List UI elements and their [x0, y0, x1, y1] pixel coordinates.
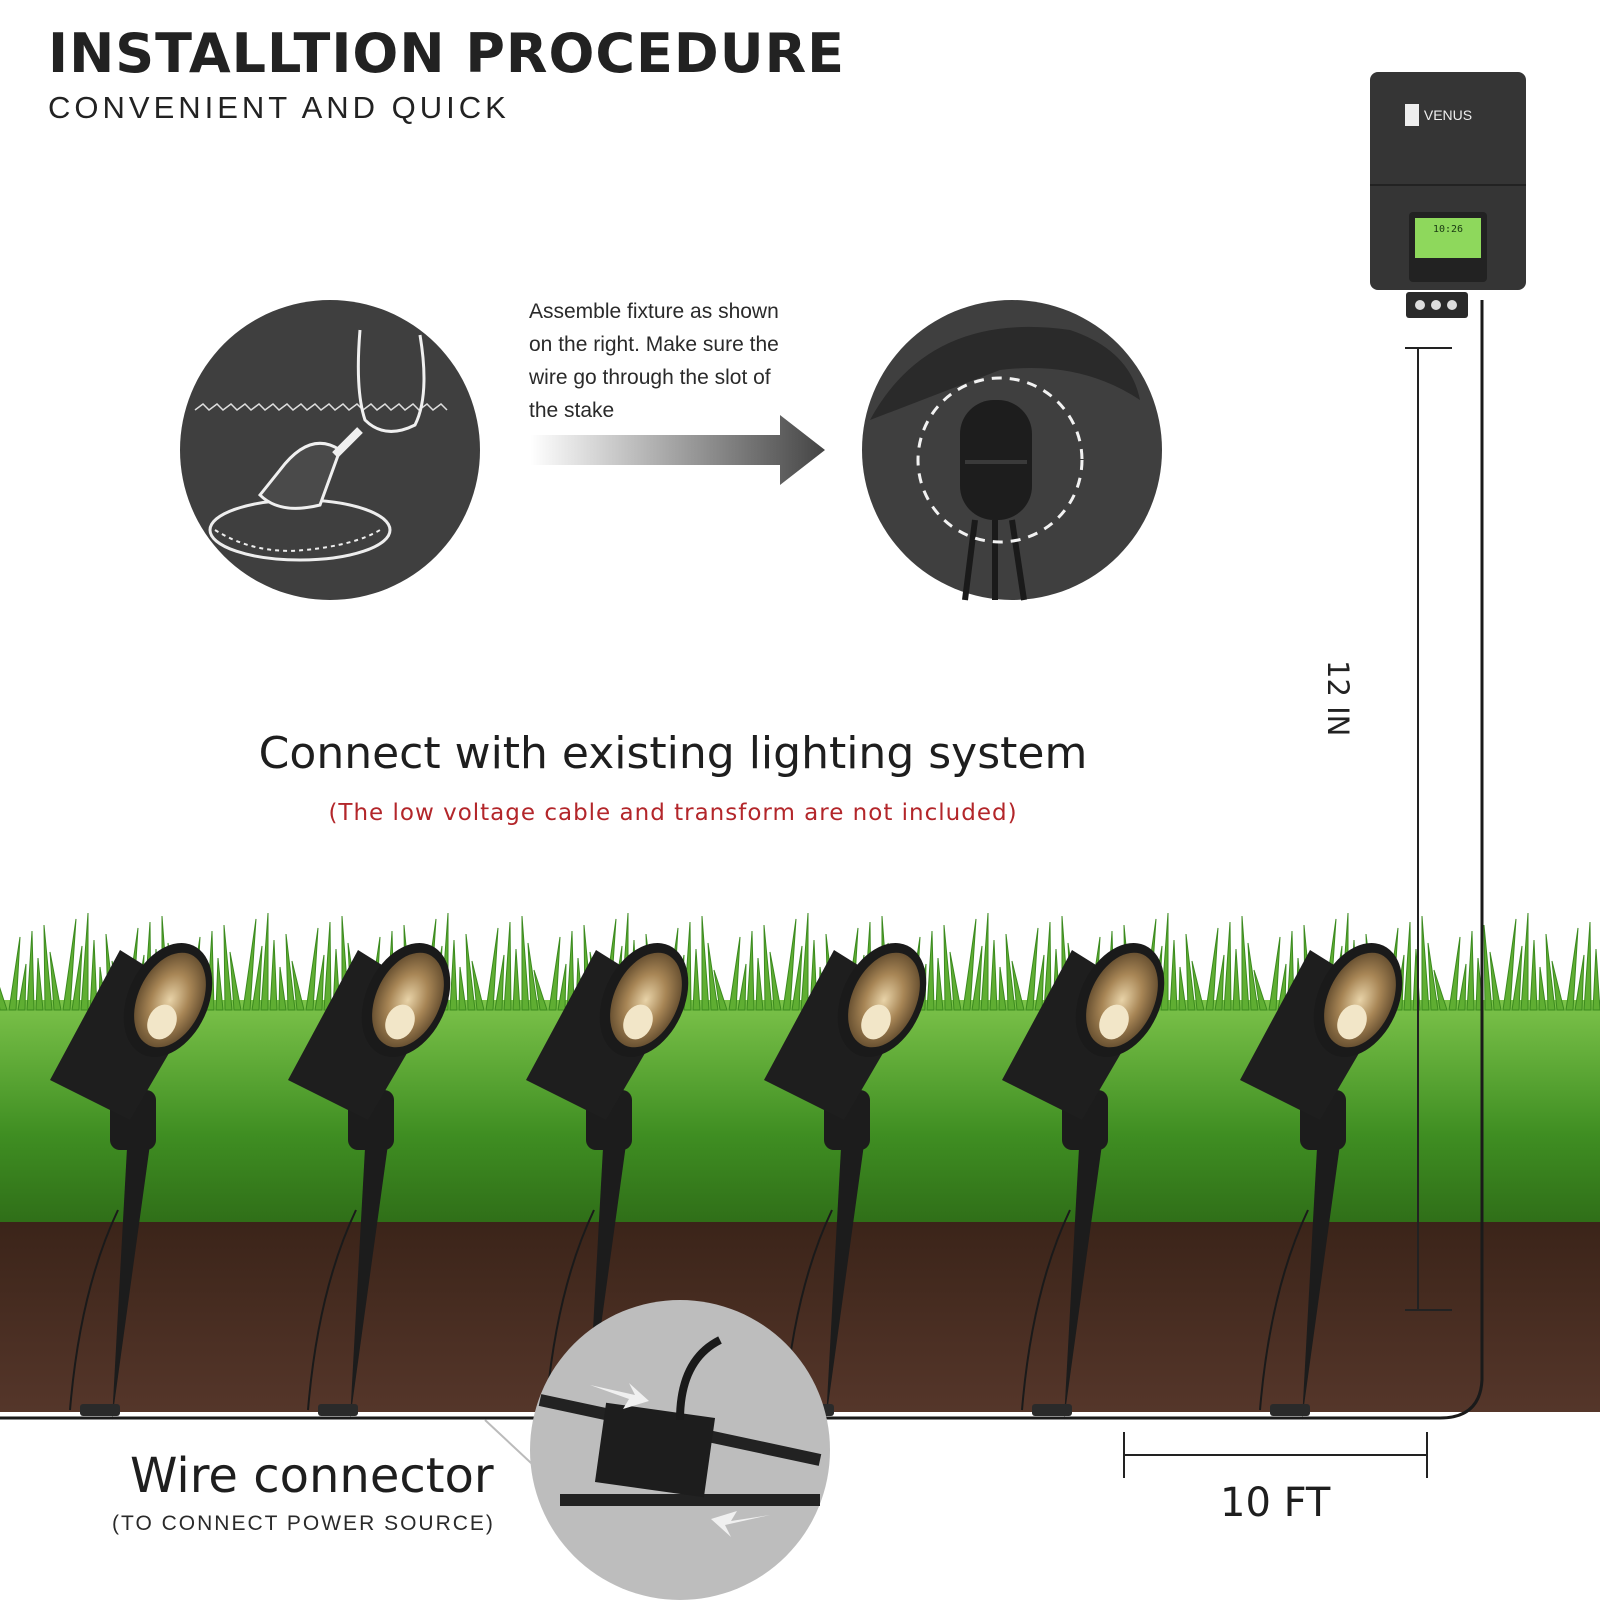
spotlight-fixture-icon	[288, 943, 451, 1420]
step-caption-line: the stake	[529, 399, 615, 422]
dimension-vertical-label: 12 IN	[1321, 660, 1355, 737]
step-caption-line: on the right. Make sure the	[529, 333, 779, 356]
spotlight-fixture-icon	[1240, 943, 1403, 1420]
transformer-brand: VENUS	[1424, 107, 1472, 123]
step-caption: Assemble fixture as shown on the right. …	[529, 295, 829, 427]
wire-connector-subtitle: (TO CONNECT POWER SOURCE)	[112, 1512, 495, 1535]
page-title: INSTALLTION PROCEDURE	[48, 22, 846, 85]
transformer-icon: 10:26 VENUS	[1370, 72, 1526, 318]
dimension-horizontal	[1123, 1432, 1428, 1478]
dimension-vertical	[1405, 347, 1452, 1311]
page-subtitle: CONVENIENT AND QUICK	[48, 90, 510, 125]
spotlight-fixture-icon	[1002, 943, 1165, 1420]
low-voltage-cable	[0, 300, 1484, 1420]
wire-connector-title: Wire connector	[130, 1448, 494, 1504]
fixture-row	[50, 943, 1403, 1420]
system-heading: Connect with existing lighting system	[258, 728, 1088, 779]
spotlight-fixture-icon	[526, 943, 689, 1420]
transformer-display-time: 10:26	[1433, 224, 1463, 235]
spotlight-fixture-icon	[50, 943, 213, 1420]
dimension-horizontal-label: 10 FT	[1220, 1480, 1331, 1526]
step-caption-line: wire go through the slot of	[529, 366, 771, 389]
stake-slot-icon	[862, 300, 1162, 601]
trowel-digging-icon	[180, 300, 480, 600]
step-caption-line: Assemble fixture as shown	[529, 300, 779, 323]
not-included-note: (The low voltage cable and transform are…	[328, 800, 1018, 826]
wire-connector-icon	[484, 1300, 830, 1600]
spotlight-fixture-icon	[764, 943, 927, 1420]
arrow-right-icon	[530, 415, 825, 485]
